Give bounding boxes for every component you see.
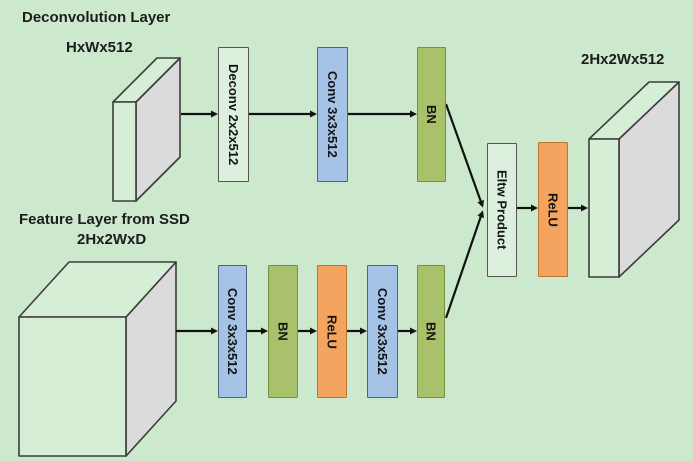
- eltwise-product-box: Eltw Product: [487, 143, 517, 277]
- relu-box-output: ReLU: [538, 142, 568, 277]
- feature-dims-label: 2Hx2WxD: [77, 231, 147, 248]
- output-dims-label: 2Hx2Wx512: [581, 51, 665, 68]
- feature-layer-label: Feature Layer from SSD: [19, 211, 190, 228]
- batchnorm-box-bottom-2: BN: [417, 265, 445, 398]
- output-slab-3d: [588, 81, 680, 278]
- batchnorm-box-bottom-1: BN: [268, 265, 298, 398]
- feature-cube-3d: [18, 261, 177, 457]
- conv-layer-box-bottom-1: Conv 3x3x512: [218, 265, 247, 398]
- conv-layer-box-top: Conv 3x3x512: [317, 47, 348, 182]
- flow-arrows: [176, 103, 588, 335]
- conv-layer-box-bottom-2: Conv 3x3x512: [367, 265, 398, 398]
- deconv-layer-box: Deconv 2x2x512: [218, 47, 249, 182]
- diagram-title: Deconvolution Layer: [22, 9, 171, 26]
- batchnorm-box-top: BN: [417, 47, 446, 182]
- relu-box-bottom: ReLU: [317, 265, 347, 398]
- input-dims-label: HxWx512: [66, 39, 133, 56]
- input-slab-3d: [112, 57, 181, 202]
